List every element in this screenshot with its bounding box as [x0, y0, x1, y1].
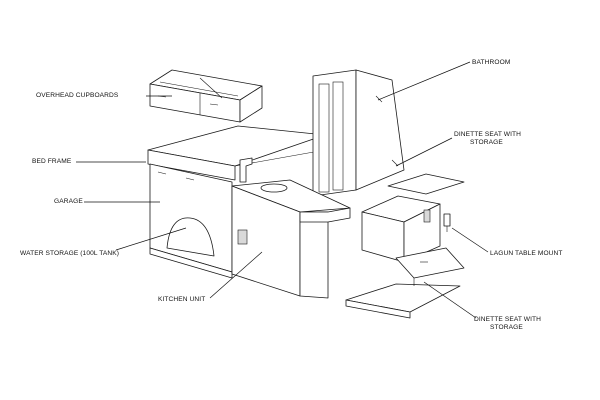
label-water-storage: WATER STORAGE (100L TANK): [20, 250, 119, 257]
label-garage: GARAGE: [54, 198, 83, 205]
label-dinette-lower: DINETTE SEAT WITH STORAGE: [474, 316, 541, 332]
leader-kitchen: [209, 251, 263, 299]
leader-dinette-lower: [423, 281, 477, 319]
label-dinette-upper-line1: DINETTE SEAT WITH: [454, 131, 522, 138]
kitchen-unit: [231, 157, 351, 299]
leader-lines: [76, 61, 489, 319]
dinette-seat-upper: [361, 173, 465, 263]
label-dinette-upper: DINETTE SEAT WITH STORAGE: [454, 131, 521, 147]
dinette-seat-lower: [345, 247, 465, 319]
label-kitchen-unit: KITCHEN UNIT: [158, 296, 206, 303]
leader-water: [115, 227, 187, 251]
label-dinette-lower-line1: DINETTE SEAT WITH: [474, 316, 542, 323]
label-bathroom: BATHROOM: [472, 59, 511, 66]
lagun-table-mount: [443, 213, 451, 232]
garage-unit: [149, 163, 233, 279]
label-bed-frame: BED FRAME: [32, 158, 72, 165]
leader-lagun: [451, 227, 489, 253]
label-dinette-lower-line2: STORAGE: [490, 324, 523, 331]
overhead-cupboards: [149, 69, 263, 123]
bathroom-tower: [312, 69, 405, 197]
label-lagun-table-mount: LAGUN TABLE MOUNT: [490, 250, 563, 257]
leader-bathroom: [377, 61, 471, 101]
leader-dinette-upper: [395, 137, 453, 167]
label-dinette-upper-line2: STORAGE: [470, 139, 503, 146]
label-overhead-cupboards: OVERHEAD CUPBOARDS: [36, 92, 119, 99]
